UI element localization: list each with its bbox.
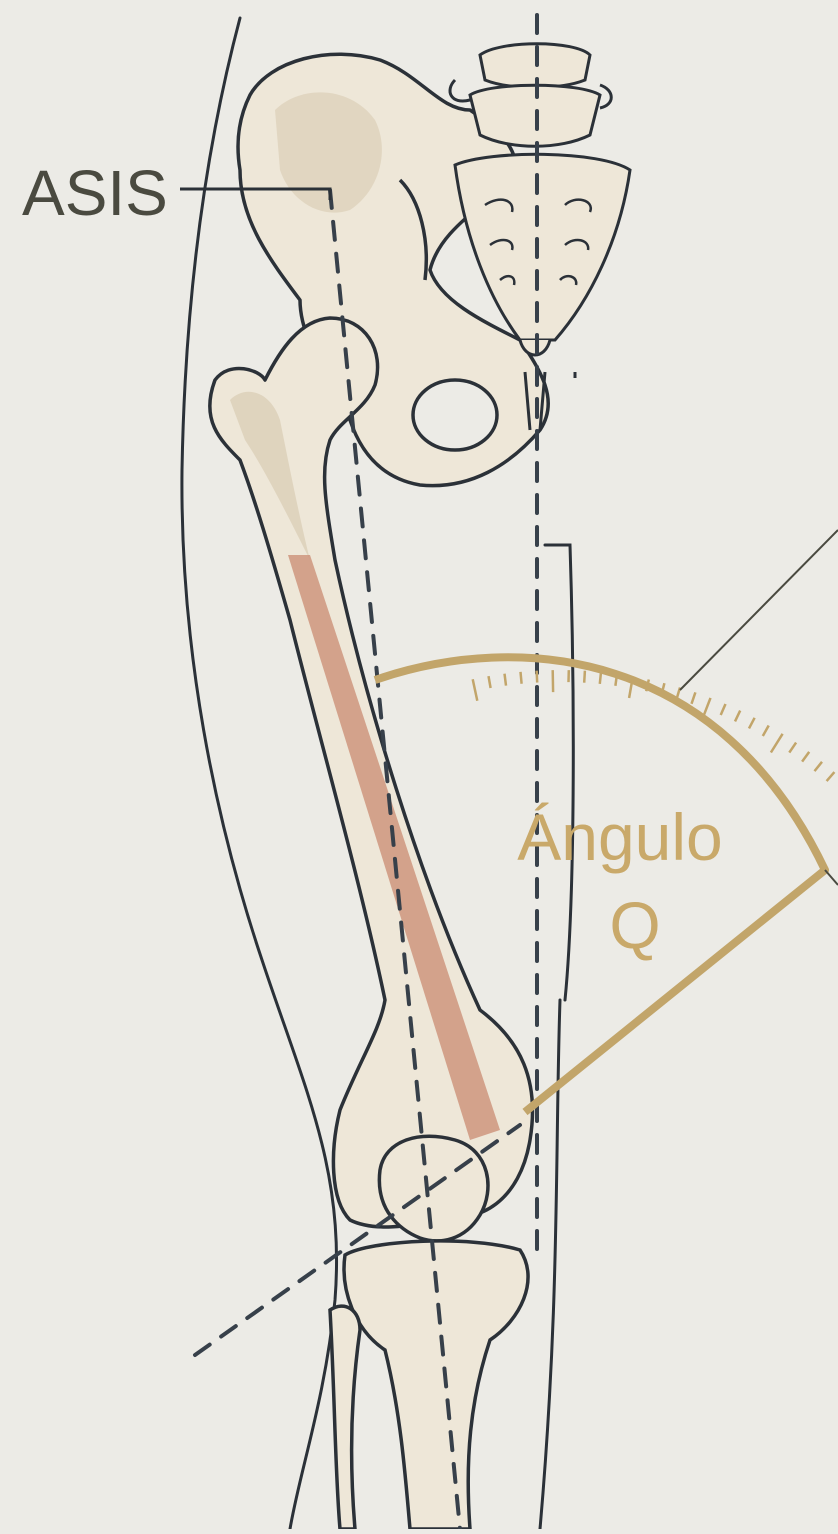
tibia-fibula [330,1241,528,1529]
protractor-tick [789,743,796,753]
protractor-tick [584,671,585,683]
protractor-tick [802,752,809,762]
protractor-tick [615,674,617,686]
protractor-tick [521,672,522,684]
protractor-tick [749,718,755,729]
protractor-tick [600,672,601,684]
protractor-tick [473,679,478,701]
protractor-tick [537,671,538,683]
protractor-tick [763,726,769,737]
angle-label-line1: Ángulo [517,800,723,874]
protractor-tick [703,698,711,719]
protractor-tick [735,711,740,722]
protractor-tick [771,734,783,753]
protractor-tick [505,674,507,686]
protractor-tick [827,772,835,781]
protractor-tick [721,704,726,715]
angle-label-line2: Q [609,888,660,962]
protractor-tick [815,762,823,771]
protractor-tick [489,676,491,688]
protractor-tick [692,692,696,703]
asis-label: ASIS [22,157,168,229]
